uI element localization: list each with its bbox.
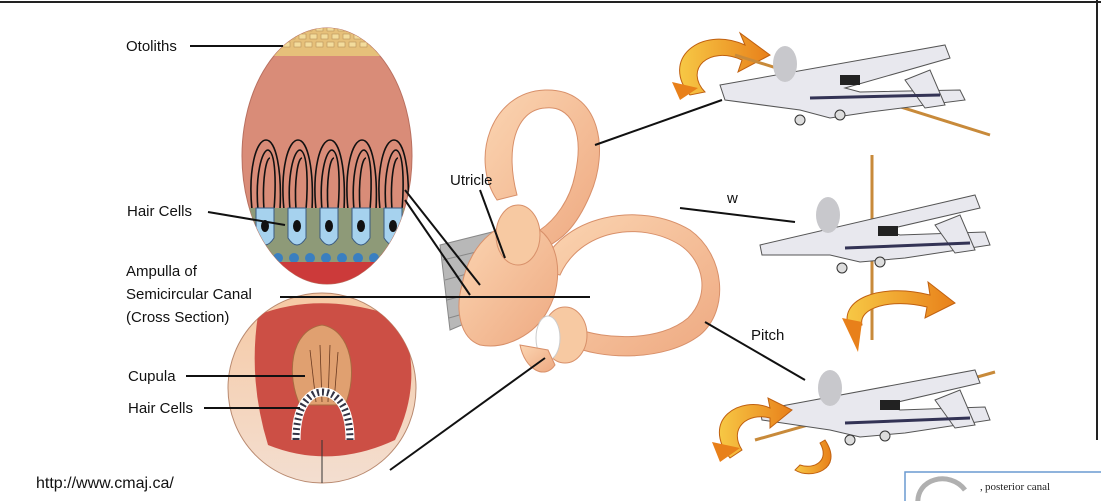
airplane-yaw [760,155,990,352]
basement-layer [240,262,415,287]
label-pitch: Pitch [751,327,784,344]
ampulla-cross-section [228,293,416,483]
svg-text:,: , [980,481,983,493]
yaw-arrow-icon [847,282,955,330]
label-w: w [726,190,738,207]
otolith-organ [240,24,415,287]
airplane-pitch [712,370,995,474]
label-otoliths: Otoliths [126,38,177,55]
otolith-crystals [270,24,385,56]
airplane-roll [672,33,990,135]
label-cupula: Cupula [128,368,176,385]
source-url: http://www.cmaj.ca/ [36,475,174,492]
label-ampulla-line3: (Cross Section) [126,309,229,326]
inset-panel: posterior canal , [905,472,1101,501]
label-ampulla-line1: Ampulla of [126,263,198,280]
label-hair-cells-top: Hair Cells [127,203,192,220]
inner-ear-labyrinth [440,90,720,372]
label-utricle: Utricle [450,172,493,189]
inset-caption: posterior canal [985,481,1050,493]
label-ampulla-line2: Semicircular Canal [126,286,252,303]
label-hair-cells-bottom: Hair Cells [128,400,193,417]
